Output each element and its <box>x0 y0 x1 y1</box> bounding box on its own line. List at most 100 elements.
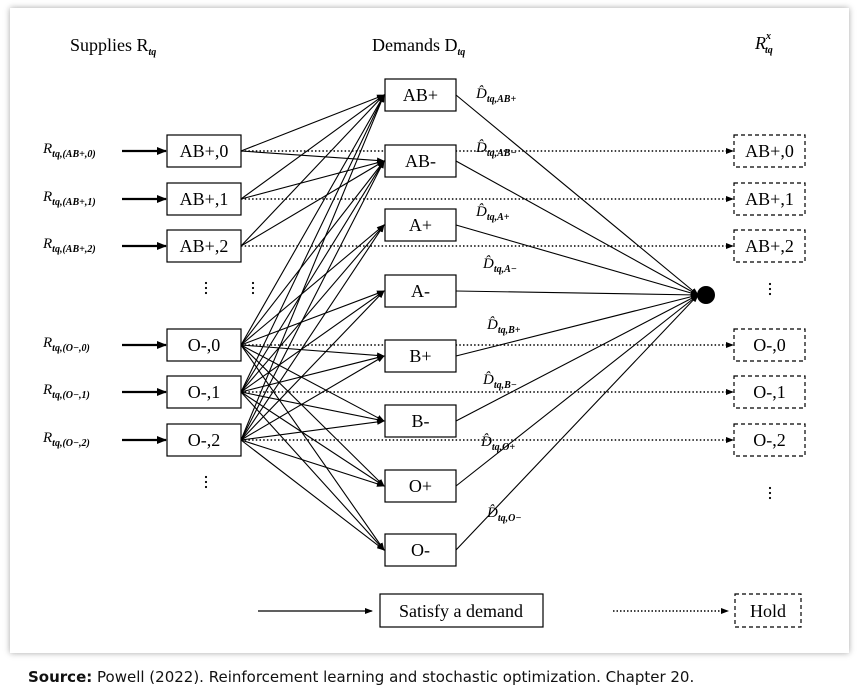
hold-node-label: O-,1 <box>753 382 786 402</box>
satisfy-edge <box>240 344 385 551</box>
hold-node-box <box>733 375 806 409</box>
satisfy-edge <box>240 159 385 200</box>
supply-node-box <box>166 229 242 263</box>
ellipsis-marker <box>204 281 208 295</box>
supply-input-label: Rtq,(O−,0) <box>42 335 90 354</box>
satisfy-edge <box>240 439 385 487</box>
supply-input-label: Rtq,(O−,1) <box>42 382 90 401</box>
demand-label: D̂tq,AB− <box>475 140 517 159</box>
supply-node-label: AB+,2 <box>180 236 229 256</box>
supply-node: O-,2 <box>166 423 242 457</box>
demand-node-box <box>384 469 457 503</box>
supply-node: AB+,2 <box>166 229 242 263</box>
edges-layer <box>122 94 734 551</box>
satisfy-edge <box>240 160 385 247</box>
supply-input-label: Rtq,(O−,2) <box>42 430 90 449</box>
supply-input-label: Rtq,(AB+,1) <box>42 189 96 208</box>
demands-header: Demands Dtq <box>372 35 465 58</box>
supply-node: O-,0 <box>166 328 242 362</box>
demand-node-label: O- <box>411 540 430 560</box>
hold-node-label: O-,2 <box>753 430 786 450</box>
hold-node: O-,1 <box>733 375 806 409</box>
demand-node-label: B+ <box>409 346 431 366</box>
satisfy-edge <box>240 94 385 346</box>
demand-node: AB- <box>384 144 457 178</box>
supply-node-label: AB+,1 <box>180 189 229 209</box>
satisfy-edge <box>240 224 385 441</box>
satisfy-edge <box>240 160 385 441</box>
demand-node-box <box>384 533 457 567</box>
satisfy-edge <box>240 94 385 247</box>
hold-node: O-,0 <box>733 328 806 362</box>
supply-node: O-,1 <box>166 375 242 409</box>
demand-node-label: A+ <box>409 215 432 235</box>
hold-node-box <box>733 134 806 168</box>
legend-satisfy-label: Satisfy a demand <box>399 601 523 621</box>
satisfy-edge <box>240 344 385 487</box>
demand-to-sink-edge <box>455 290 699 298</box>
demand-label: D̂tq,AB+ <box>475 86 516 105</box>
demand-node: A- <box>384 274 457 308</box>
demand-label: D̂tq,A− <box>482 256 517 275</box>
ellipsis-marker <box>251 281 255 295</box>
demand-label: D̂tq,O− <box>486 505 521 524</box>
demand-label: D̂tq,B+ <box>486 317 521 336</box>
hold-node-box <box>733 229 806 263</box>
satisfy-edge <box>240 290 385 393</box>
satisfy-edge <box>240 160 385 393</box>
demand-node-box <box>384 78 457 112</box>
satisfy-edge <box>240 94 385 441</box>
satisfy-edge <box>240 290 385 441</box>
demand-node-label: O+ <box>409 476 432 496</box>
hold-node-label: AB+,0 <box>745 141 794 161</box>
demand-node-label: AB+ <box>403 85 438 105</box>
ellipsis-marker <box>768 282 772 296</box>
demand-label: D̂tq,O+ <box>480 434 515 453</box>
satisfy-edge <box>240 150 385 164</box>
satisfy-edge <box>240 355 385 441</box>
demand-node: O- <box>384 533 457 567</box>
source-caption: Source: Powell (2022). Reinforcement lea… <box>28 668 694 686</box>
demand-node: O+ <box>384 469 457 503</box>
hold-node: AB+,2 <box>733 229 806 263</box>
demand-to-sink-edge <box>455 293 699 357</box>
demand-to-sink-edge <box>455 294 699 487</box>
demand-node: A+ <box>384 208 457 242</box>
demand-node-box <box>384 144 457 178</box>
satisfy-edge <box>240 290 385 346</box>
satisfy-edge <box>240 224 385 346</box>
demand-node-label: B- <box>412 411 430 431</box>
hold-node: AB+,0 <box>733 134 806 168</box>
nodes-layer: AB+,0AB+,1AB+,2O-,0O-,1O-,2 AB+ AB- A+ A- B+ B… <box>42 78 806 567</box>
supply-node-box <box>166 423 242 457</box>
supply-node-label: AB+,0 <box>180 141 229 161</box>
satisfy-edge <box>240 94 385 393</box>
satisfy-edge <box>240 160 385 346</box>
ellipsis-marker <box>204 475 208 489</box>
satisfy-edge <box>240 224 385 393</box>
demand-label: D̂tq,A+ <box>475 204 510 223</box>
hold-node-label: AB+,2 <box>745 236 794 256</box>
satisfy-edge <box>240 391 385 423</box>
demand-to-sink-edge <box>455 294 699 422</box>
satisfy-edge <box>240 439 385 551</box>
hold-node-label: AB+,1 <box>745 189 794 209</box>
demand-node-box <box>384 339 457 373</box>
satisfy-edge <box>240 418 385 441</box>
legend-hold-label: Hold <box>750 601 786 621</box>
caption-source-label: Source: <box>28 668 93 686</box>
demand-node: B+ <box>384 339 457 373</box>
satisfy-edge <box>240 94 385 152</box>
supply-node-box <box>166 182 242 216</box>
satisfy-edge <box>240 344 385 359</box>
supply-node-box <box>166 375 242 409</box>
hold-node: O-,2 <box>733 423 806 457</box>
demand-node-label: AB- <box>405 151 436 171</box>
supply-node: AB+,1 <box>166 182 242 216</box>
legend-satisfy-box <box>379 593 544 628</box>
supplies-header: Supplies Rtq <box>70 35 156 58</box>
supply-input-label: Rtq,(AB+,0) <box>42 141 96 160</box>
supply-node-label: O-,0 <box>188 335 221 355</box>
